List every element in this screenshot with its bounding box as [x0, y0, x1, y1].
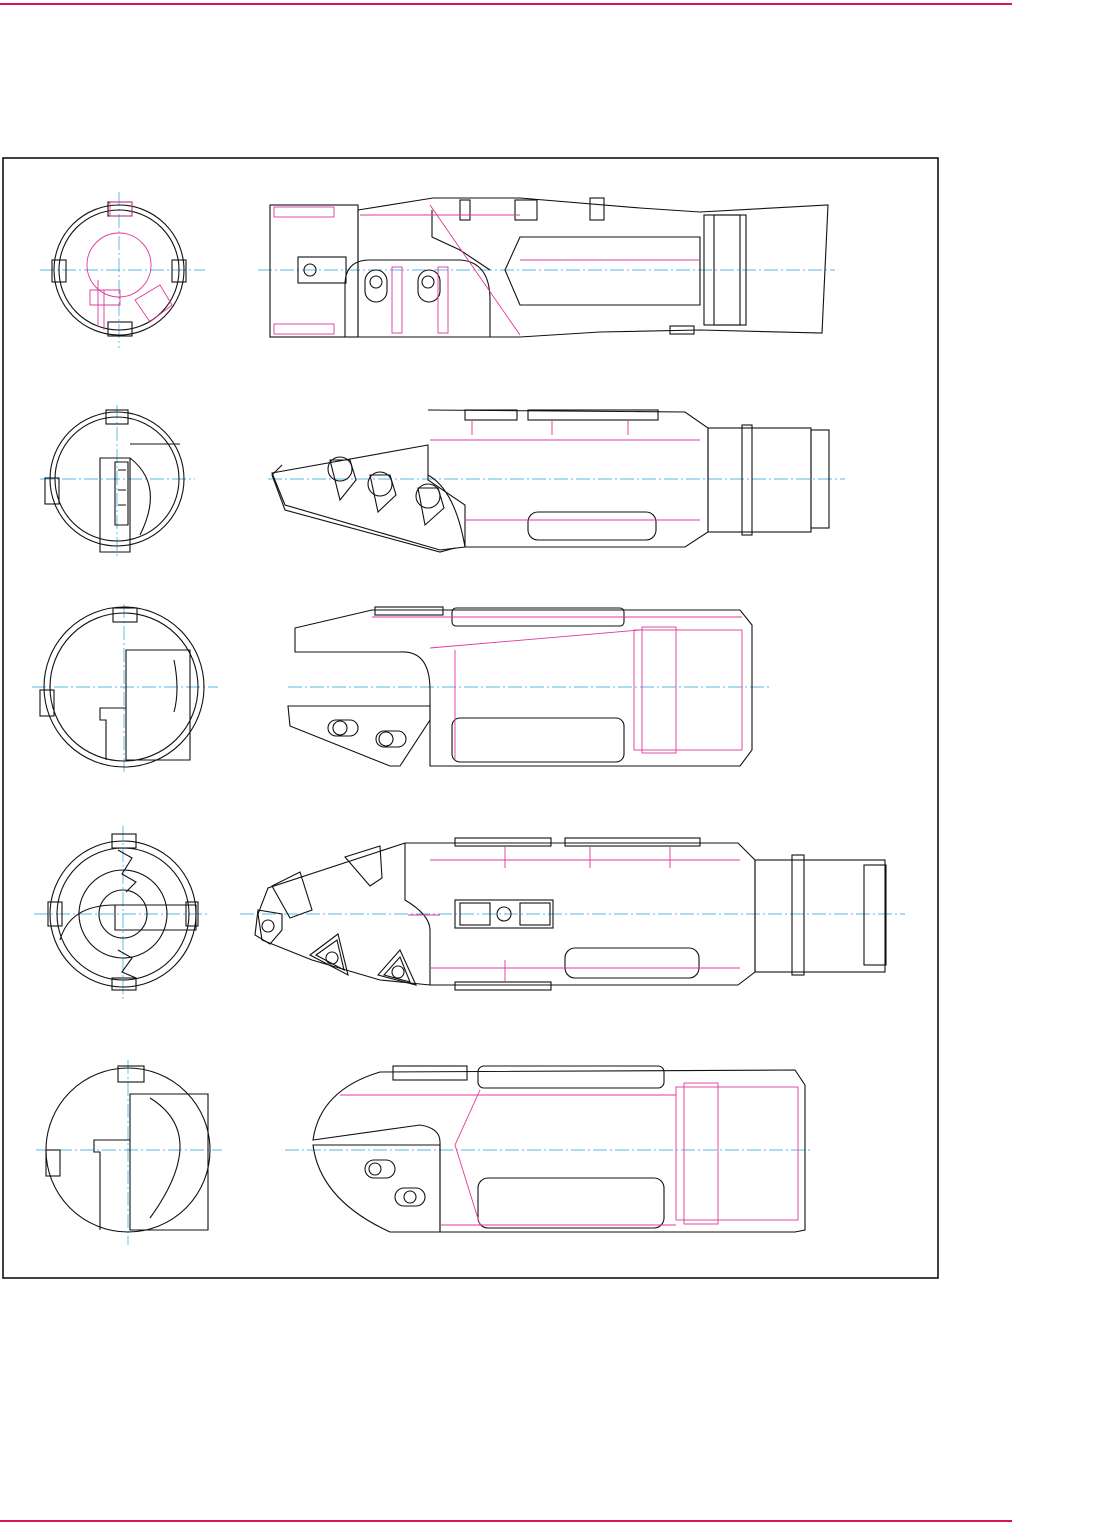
- end-view-1: [40, 192, 205, 348]
- side-view-1: [258, 198, 835, 337]
- end-view-3: [32, 604, 218, 774]
- side-view-3: [288, 607, 770, 766]
- end-view-5: [36, 1060, 222, 1245]
- end-view-2: [40, 405, 195, 558]
- view-row-2: [40, 405, 845, 558]
- side-view-5: [285, 1066, 810, 1232]
- view-row-1: [40, 192, 835, 348]
- side-view-2: [268, 410, 845, 552]
- view-row-3: [32, 604, 770, 774]
- end-view-4: [34, 826, 210, 1002]
- view-row-5: [36, 1060, 810, 1245]
- side-view-4: [240, 838, 905, 990]
- view-row-4: [34, 826, 905, 1002]
